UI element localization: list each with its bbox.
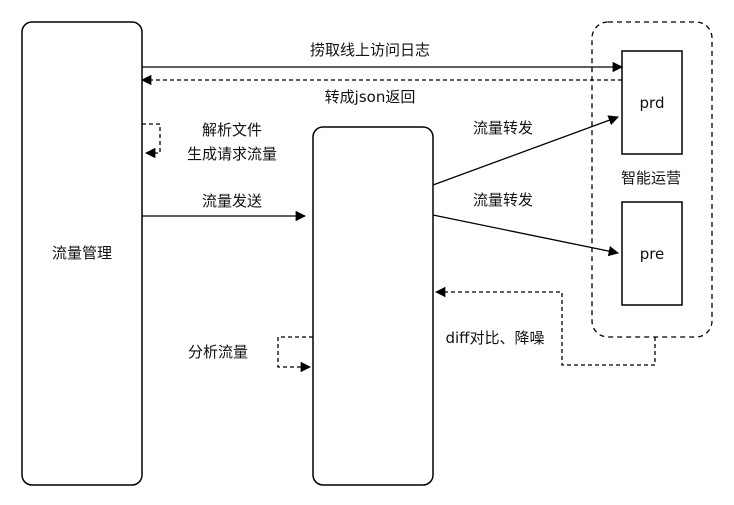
analyze-traffic-label: 分析流量 [188,343,248,361]
pre-node [621,201,683,306]
forward-to-pre-arrow [432,214,620,257]
prd-node [621,50,683,155]
generate-request-label: 生成请求流量 [187,145,277,163]
diff-return-arrow [434,286,656,366]
capture-logs-label: 捞取线上访问日志 [310,41,430,59]
self-loop-parse-arrow [142,123,161,159]
traffic-send-label: 流量发送 [202,192,262,210]
parse-file-label: 解析文件 [202,121,262,139]
pre-label: pre [640,245,665,263]
prd-label: prd [640,94,665,112]
self-loop-analyze-arrow [277,336,313,373]
middle-service-node [312,126,434,486]
json-return-label: 转成json返回 [325,88,416,106]
smart-ops-label: 智能运营 [621,169,681,187]
traffic-management-node [21,21,143,486]
diff-denoise-label: diff对比、降噪 [445,329,544,347]
forward-to-prd-label: 流量转发 [473,119,533,137]
traffic-management-label: 流量管理 [52,244,112,262]
forward-to-pre-label: 流量转发 [473,191,533,209]
smart-ops-group [591,21,713,338]
forward-to-prd-arrow [432,115,619,186]
